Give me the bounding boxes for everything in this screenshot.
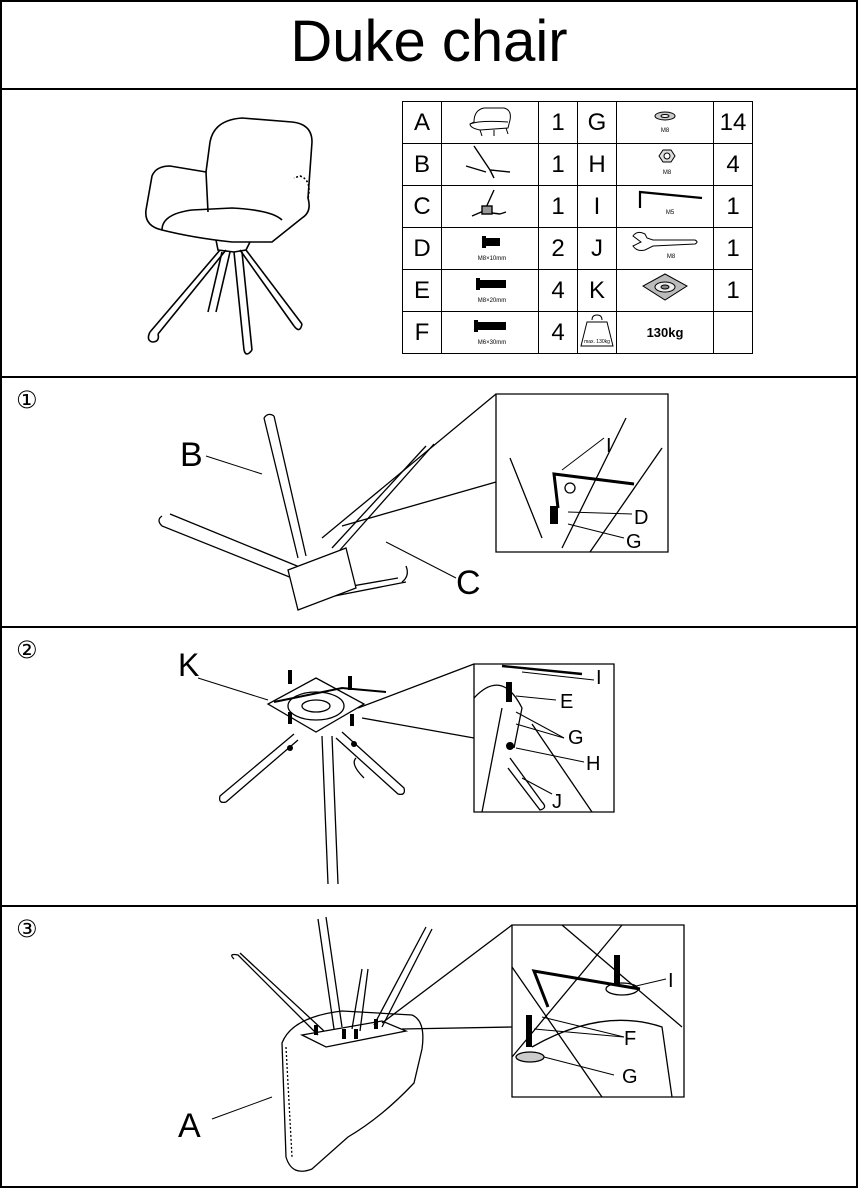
bolt-icon: M6×30mm [474,320,507,346]
parts-row: F M6×30mm 4 max. 130kg 130kg [402,311,753,354]
label-k: K [178,647,199,683]
part-letter: H [577,143,617,186]
part-image: max. 130kg [577,311,617,354]
parts-row: E M8×20mm 4 K 1 [402,269,753,312]
label-e: E [560,691,573,713]
weight-icon: max. 130kg [580,314,614,347]
part-qty: 4 [538,269,578,312]
label-i: I [596,667,602,689]
part-letter: G [577,101,617,144]
parts-row: A 1 G M8 14 [402,101,753,144]
allen-key-icon: M5 [638,190,703,216]
part-qty: 1 [538,185,578,228]
parts-row: B 1 H M8 4 [402,143,753,186]
part-letter: J [577,227,617,270]
part-letter: D [402,227,442,270]
parts-section: A 1 G M8 14 B [0,88,858,378]
part-letter: E [402,269,442,312]
step-1-section: ① B C I D G [0,376,858,628]
part-qty: 1 [713,269,753,312]
part-qty: 1 [713,185,753,228]
label-i: I [668,970,674,992]
page-title: Duke chair [290,9,568,74]
label-g: G [626,531,642,553]
part-image [441,143,539,186]
part-qty-empty [713,311,753,354]
part-letter: I [577,185,617,228]
bolt-icon: M8×10mm [478,236,507,262]
part-image: M8 [616,143,714,186]
leg-pair-icon [465,145,511,179]
label-g: G [568,727,584,749]
step-number: ① [16,386,38,414]
part-letter: C [402,185,442,228]
part-size: M6×30mm [478,340,507,346]
step-2-section: ② [0,626,858,907]
nut-icon: M8 [658,149,676,176]
part-image: M8×20mm [441,269,539,312]
part-image [441,101,539,144]
part-qty: 1 [538,101,578,144]
part-size: M5 [666,210,675,216]
step-number: ③ [16,915,38,943]
part-qty: 4 [538,311,578,354]
part-size: M8×20mm [478,298,507,304]
part-size: M8×10mm [478,256,507,262]
step-3-diagram: A I F G [178,916,685,1172]
title-header: Duke chair [0,0,858,90]
max-weight: 130kg [616,311,714,354]
part-letter: F [402,311,442,354]
parts-row: C 1 I M5 1 [402,185,753,228]
part-letter: B [402,143,442,186]
part-image: M8 [616,101,714,144]
part-image: M8×10mm [441,227,539,270]
label-f: F [624,1028,636,1050]
part-letter: K [577,269,617,312]
label-a: A [178,1107,201,1145]
part-qty: 1 [713,227,753,270]
part-size: M8 [663,170,672,176]
step-3-section: ③ [0,905,858,1188]
part-image: M5 [616,185,714,228]
label-g: G [622,1066,638,1088]
washer-icon: M8 [654,111,676,134]
step-2-diagram: K I E G H J [178,647,615,885]
weight-badge: max. 130kg [584,339,610,345]
bolt-icon: M8×20mm [476,278,507,304]
wrench-icon: M8 [632,231,698,260]
part-image: M8 [616,227,714,270]
part-qty: 4 [713,143,753,186]
chair-illustration [145,117,313,355]
leg-pair-with-plate-icon [471,189,507,217]
part-size: M8 [661,128,670,134]
label-h: H [586,753,600,775]
step-number: ② [16,636,38,664]
swivel-plate-icon [642,273,688,301]
label-i: I [606,435,612,457]
parts-row: D M8×10mm 2 J M8 1 [402,227,753,270]
part-qty: 14 [713,101,753,144]
part-letter: A [402,101,442,144]
label-j: J [552,791,562,813]
part-image [616,269,714,312]
step-1-diagram: B C I D G [158,393,669,611]
part-image [441,185,539,228]
part-size: M8 [667,254,676,260]
chair-seat-icon [469,107,511,137]
label-d: D [634,507,648,529]
part-qty: 1 [538,143,578,186]
part-qty: 2 [538,227,578,270]
label-b: B [180,436,203,474]
label-c: C [456,564,481,602]
part-image: M6×30mm [441,311,539,354]
parts-table: A 1 G M8 14 B [402,101,753,354]
